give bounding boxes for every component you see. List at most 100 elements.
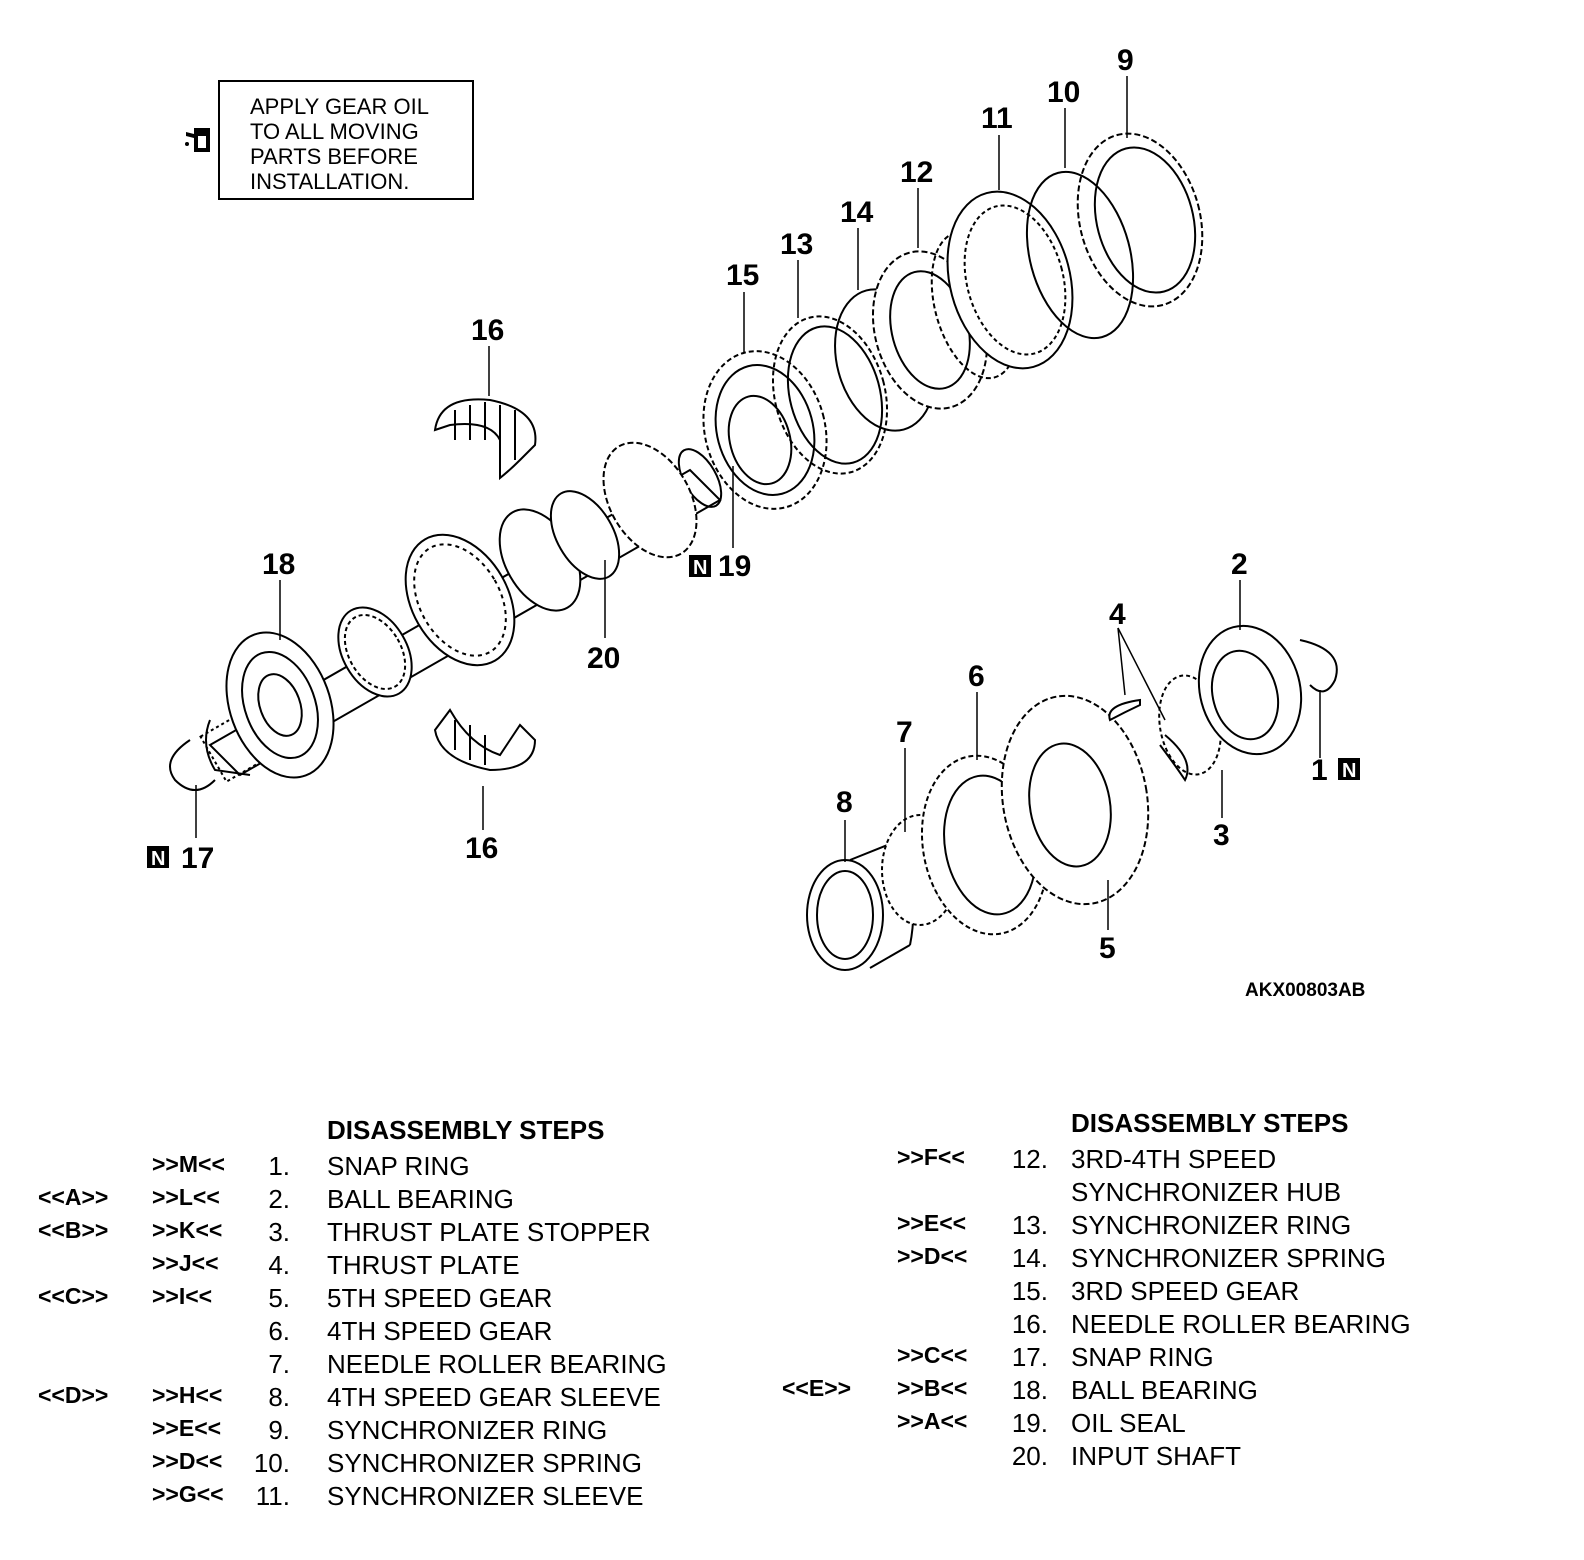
snap-ring-1 <box>1299 639 1338 693</box>
part-name: SYNCHRONIZER RING <box>1071 1210 1352 1240</box>
callout-20: 20 <box>587 642 620 675</box>
step-number: 14. <box>1011 1243 1048 1273</box>
ball-bearing-18 <box>225 631 335 779</box>
callout-9: 9 <box>1117 44 1134 77</box>
thrust-plate-4 <box>1108 698 1189 782</box>
step-row: 15. 3RD SPEED GEAR <box>760 1276 1560 1309</box>
part-name: 3RD-4TH SPEED <box>1071 1144 1277 1174</box>
callout-6: 6 <box>968 660 985 693</box>
part-name: THRUST PLATE <box>327 1250 520 1280</box>
step-row: SYNCHRONIZER HUB <box>760 1177 1560 1210</box>
step-number: 2. <box>268 1184 290 1214</box>
step-number: 15. <box>1011 1276 1048 1306</box>
step-number: 17. <box>1011 1342 1048 1372</box>
part-name: BALL BEARING <box>327 1184 514 1214</box>
part-name: SNAP RING <box>1071 1342 1214 1372</box>
input-shaft <box>199 441 723 784</box>
step-number: 20. <box>1011 1441 1048 1471</box>
synchronizer-ring-9 <box>1076 132 1204 308</box>
part-name: 5TH SPEED GEAR <box>327 1283 553 1313</box>
step-row: >>D<< 14. SYNCHRONIZER SPRING <box>760 1243 1560 1276</box>
step-row: 20. INPUT SHAFT <box>760 1441 1560 1474</box>
part-name: SYNCHRONIZER SPRING <box>1071 1243 1386 1273</box>
needle-bearing-16-top <box>433 398 537 481</box>
step-number: 6. <box>268 1316 290 1346</box>
part-name: NEEDLE ROLLER BEARING <box>327 1349 667 1379</box>
part-name: BALL BEARING <box>1071 1375 1258 1405</box>
step-row: 16.NEEDLE ROLLER BEARING <box>760 1309 1560 1342</box>
leader-lines <box>195 76 1321 930</box>
note-text: APPLY GEAR OIL TO ALL MOVING PARTS BEFOR… <box>250 94 429 194</box>
callout-7: 7 <box>896 716 913 749</box>
callout-17: 17 <box>181 842 214 875</box>
installation-mark: >>J<< <box>152 1250 219 1276</box>
removal-mark: <<E>> <box>782 1375 852 1401</box>
installation-mark: >>D<< <box>152 1448 223 1474</box>
callout-2: 2 <box>1231 548 1248 581</box>
step-number: 18. <box>1011 1375 1048 1405</box>
callout-15: 15 <box>726 259 759 292</box>
step-row: >>G<<11.SYNCHRONIZER SLEEVE <box>0 1481 740 1514</box>
installation-mark: >>D<< <box>897 1243 968 1269</box>
installation-mark: >>G<< <box>152 1481 224 1507</box>
n-badge-19: N <box>689 555 711 579</box>
step-row: >>C<< 17. SNAP RING <box>760 1342 1560 1375</box>
oil-can-icon <box>185 128 210 152</box>
exploded-view-diagram: 9 10 11 12 13 14 15 16 18 19 20 16 17 2 … <box>147 44 1360 971</box>
step-number: 3. <box>268 1217 290 1247</box>
callout-14: 14 <box>840 196 874 229</box>
step-number: 4. <box>268 1250 290 1280</box>
part-name: SYNCHRONIZER SPRING <box>327 1448 642 1478</box>
installation-mark: >>C<< <box>897 1342 968 1368</box>
step-number: 13. <box>1011 1210 1048 1240</box>
step-number: 10. <box>253 1448 290 1478</box>
step-row: 6.4TH SPEED GEAR <box>0 1316 740 1349</box>
part-name: OIL SEAL <box>1071 1408 1186 1438</box>
step-row: >>E<< 13. SYNCHRONIZER RING <box>760 1210 1560 1243</box>
disassembly-steps-left: DISASSEMBLY STEPS >>M<<1.SNAP RING<<A>>>… <box>0 1115 740 1535</box>
step-number: 16. <box>1011 1309 1048 1339</box>
removal-mark: <<C>> <box>38 1283 109 1309</box>
part-name: 3RD SPEED GEAR <box>1071 1276 1300 1306</box>
step-row: >>D<< 10. SYNCHRONIZER SPRING <box>0 1448 740 1481</box>
n-badge-17: N <box>147 846 169 870</box>
fifth-speed-gear-5 <box>1000 694 1150 906</box>
removal-mark: <<B>> <box>38 1217 109 1243</box>
callout-1: 1 <box>1311 754 1328 787</box>
part-name: INPUT SHAFT <box>1071 1441 1241 1471</box>
n-badge-1: N <box>1338 758 1360 782</box>
callout-12: 12 <box>900 156 933 189</box>
step-row: <<D>>>>H<<8.4TH SPEED GEAR SLEEVE <box>0 1382 740 1415</box>
callout-19: 19 <box>718 550 751 583</box>
step-row: >>F<<12.3RD-4TH SPEED <box>760 1144 1560 1177</box>
step-row: >>J<< 4. THRUST PLATE <box>0 1250 740 1283</box>
ball-bearing-2 <box>1197 624 1303 756</box>
step-number: 5. <box>268 1283 290 1313</box>
installation-mark: >>M<< <box>152 1151 225 1177</box>
installation-mark: >>E<< <box>152 1415 222 1441</box>
callout-16-bottom: 16 <box>465 832 498 865</box>
steps-title: DISASSEMBLY STEPS <box>1071 1108 1349 1138</box>
svg-text:N: N <box>693 557 707 579</box>
step-number: 9. <box>268 1415 290 1445</box>
step-number: 8. <box>268 1382 290 1412</box>
callout-18: 18 <box>262 548 295 581</box>
step-row: <<B>>>>K<<3.THRUST PLATE STOPPER <box>0 1217 740 1250</box>
step-number: 7. <box>268 1349 290 1379</box>
step-number: 1. <box>268 1151 290 1181</box>
callout-13: 13 <box>780 228 813 261</box>
snap-ring-17 <box>169 739 216 791</box>
step-row: >>A<<19.OIL SEAL <box>760 1408 1560 1441</box>
step-row: <<C>>>>I<<5.5TH SPEED GEAR <box>0 1283 740 1316</box>
installation-mark: >>F<< <box>897 1144 965 1170</box>
synchronizer-sleeve-11 <box>946 190 1074 370</box>
part-name: THRUST PLATE STOPPER <box>327 1217 651 1247</box>
svg-text:N: N <box>151 848 165 870</box>
step-number: 19. <box>1011 1408 1048 1438</box>
step-row: >>M<<1.SNAP RING <box>0 1151 740 1184</box>
callout-10: 10 <box>1047 76 1080 109</box>
installation-mark: >>E<< <box>897 1210 967 1236</box>
callout-3: 3 <box>1213 819 1230 852</box>
step-row: 7. NEEDLE ROLLER BEARING <box>0 1349 740 1382</box>
